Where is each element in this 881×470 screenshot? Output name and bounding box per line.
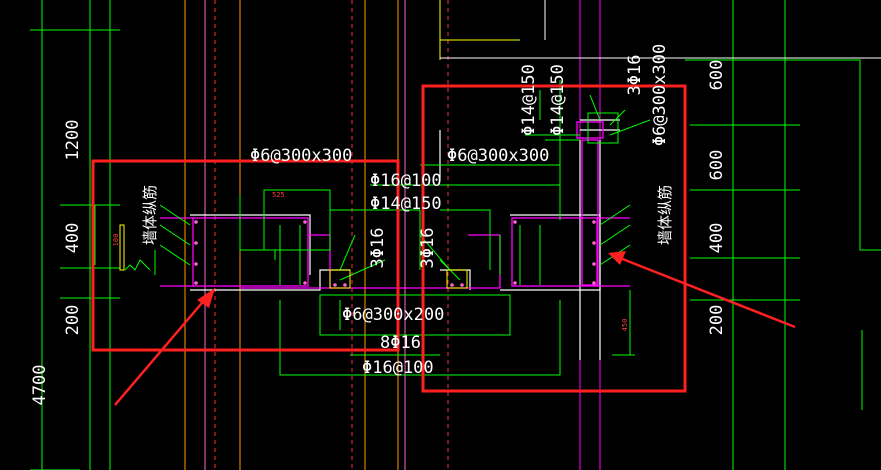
label-column-3phi16-left: 3Φ16 [368,228,388,269]
grid-vertical-lines [41,0,786,470]
small-dim-left: 100 [112,234,120,247]
highlight-box-right [421,84,687,393]
label-wall-vertical-right: 墙体纵筋 [656,185,674,245]
label-stirrup-top-right: Φ6@300x300 [447,146,549,166]
red-arrow-icon [608,251,796,329]
label-column-3phi16-right: 3Φ16 [418,228,438,269]
small-dim-right: 450 [621,319,629,332]
rebar-dots [194,220,596,287]
label-bottom-16: Φ16@100 [362,358,434,378]
highlight-box-left [91,159,400,352]
label-8phi16: 8Φ16 [380,333,421,353]
dim-left-400: 400 [63,223,83,254]
dim-right-200: 200 [707,305,727,336]
dashed-axis-lines [214,0,449,470]
dim-right-600-top: 600 [707,60,727,91]
label-horizontal-16: Φ16@100 [370,171,442,191]
label-vertical-14-a: Φ14@150 [519,64,539,136]
right-outline [685,59,881,251]
left-dim-ticks [30,29,120,470]
small-dim-top: 525 [272,191,285,199]
label-stirrup-top-left: Φ6@300x300 [250,146,352,166]
label-horizontal-14: Φ14@150 [370,194,442,214]
dim-left-1200: 1200 [63,120,83,161]
red-arrow-icon [114,288,215,406]
dim-right-400: 400 [707,223,727,254]
dim-left-200: 200 [63,305,83,336]
label-stirrup-bottom: Φ6@300x200 [342,305,444,325]
detail-lines-green [94,80,651,376]
label-vertical-stirrup: Φ6@300x300 [650,44,670,146]
label-wall-vertical-left: 墙体纵筋 [141,185,159,245]
stirrup-details-yellow [119,224,468,289]
dim-right-600-mid: 600 [707,150,727,181]
wall-outlines [190,119,620,360]
dim-left-4700: 4700 [30,365,50,406]
label-vertical-14-b: Φ14@150 [548,64,568,136]
label-vertical-3phi16: 3Φ16 [625,55,645,96]
